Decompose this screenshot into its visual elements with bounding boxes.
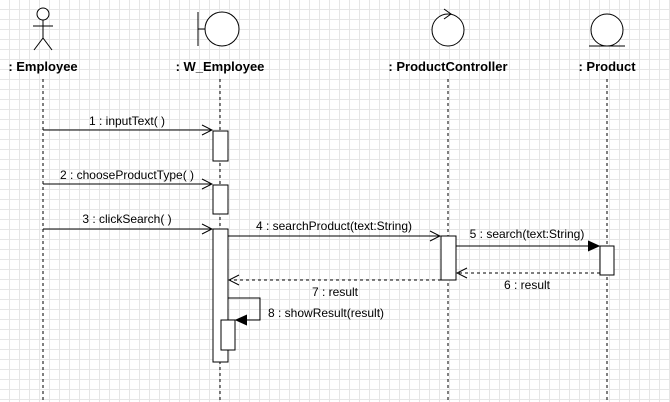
product-name: : Product (578, 59, 636, 74)
activation-w-employee-1 (212, 130, 229, 162)
message-2: 2 : chooseProductType( ) (43, 168, 212, 184)
product-controller-name: : ProductController (388, 59, 507, 74)
message-label: 7 : result (312, 285, 359, 299)
message-label: 5 : search(text:String) (470, 227, 585, 241)
message-4: 4 : searchProduct(text:String) (228, 219, 440, 236)
message-6: 6 : result (457, 273, 600, 292)
activation-product-controller (440, 235, 457, 281)
message-1: 1 : inputText( ) (43, 114, 212, 130)
activation-w-employee-2 (212, 184, 229, 215)
participant-employee: : Employee (8, 7, 78, 400)
message-3: 3 : clickSearch( ) (43, 212, 212, 229)
message-label: 1 : inputText( ) (89, 114, 165, 128)
actor-icon (33, 7, 53, 51)
message-7: 7 : result (229, 280, 441, 299)
message-label: 8 : showResult(result) (268, 306, 384, 320)
activation-w-employee-nested (220, 319, 236, 351)
entity-icon (589, 13, 625, 47)
employee-name: : Employee (8, 59, 77, 74)
participant-product: : Product (578, 13, 636, 400)
w-employee-name: : W_Employee (176, 59, 265, 74)
participant-w-employee: : W_Employee (176, 11, 265, 400)
message-label: 6 : result (504, 278, 551, 292)
control-icon (431, 8, 465, 47)
message-label: 2 : chooseProductType( ) (60, 168, 194, 182)
message-label: 4 : searchProduct(text:String) (256, 219, 412, 233)
message-label: 3 : clickSearch( ) (82, 212, 171, 226)
boundary-icon (197, 11, 240, 47)
message-5: 5 : search(text:String) (456, 227, 599, 246)
participant-product-controller: : ProductController (388, 8, 508, 400)
message-8: 8 : showResult(result) (228, 297, 384, 320)
activation-product (599, 245, 615, 276)
